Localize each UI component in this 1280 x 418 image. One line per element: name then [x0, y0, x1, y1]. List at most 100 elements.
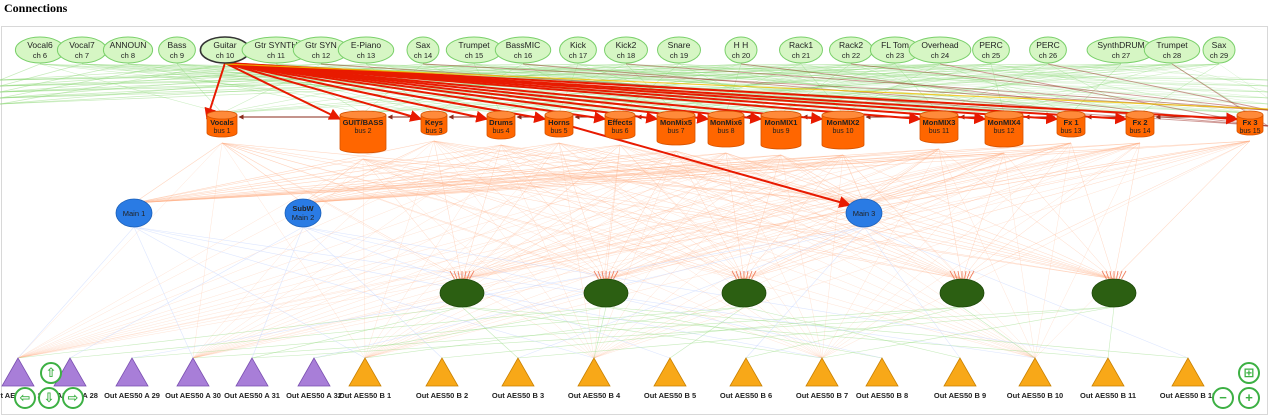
nav-right-icon[interactable]: ⇨	[62, 387, 84, 409]
nav-left-icon[interactable]: ⇦	[14, 387, 36, 409]
output-node[interactable]: Out AES50 A 32	[286, 357, 342, 400]
output-triangle[interactable]	[653, 357, 687, 387]
bus-cylinder[interactable]	[760, 114, 802, 150]
bus-cylinder[interactable]	[821, 114, 865, 150]
main-ellipse[interactable]	[845, 198, 883, 228]
channel-ellipse[interactable]	[972, 36, 1010, 64]
output-node[interactable]: Out AES50 B 4	[568, 357, 621, 400]
channel-ellipse[interactable]	[494, 36, 552, 64]
output-triangle[interactable]	[348, 357, 382, 387]
bus-cylinder[interactable]	[707, 114, 745, 148]
output-node[interactable]: Out AES50 B 6	[720, 357, 772, 400]
channel-ellipse[interactable]	[406, 36, 440, 64]
output-triangle[interactable]	[1171, 357, 1205, 387]
channel-ellipse[interactable]	[657, 36, 701, 64]
dca-node[interactable]	[1091, 270, 1137, 308]
zoom-out-icon[interactable]: −	[1212, 387, 1234, 409]
output-triangle[interactable]	[1018, 357, 1052, 387]
bus-cylinder[interactable]	[984, 114, 1024, 148]
output-triangle[interactable]	[1, 357, 35, 387]
bus-cylinder[interactable]	[339, 114, 387, 154]
dca-ellipse[interactable]	[939, 278, 985, 308]
output-node[interactable]: Out AES50 A 29	[104, 357, 160, 400]
output-triangle[interactable]	[865, 357, 899, 387]
output-triangle[interactable]	[53, 357, 87, 387]
bus-cylinder[interactable]	[656, 114, 696, 146]
bus-cylinder[interactable]	[420, 114, 448, 136]
bus-cylinder[interactable]	[1125, 114, 1155, 138]
output-node[interactable]: Out AES50 B 11	[1080, 357, 1136, 400]
output-triangle[interactable]	[1091, 357, 1125, 387]
channel-node[interactable]: H Hch 20	[724, 36, 758, 64]
output-node[interactable]: Out AES50 B 3	[492, 357, 544, 400]
output-triangle[interactable]	[943, 357, 977, 387]
dca-node[interactable]	[939, 270, 985, 308]
channel-ellipse[interactable]	[724, 36, 758, 64]
output-triangle[interactable]	[425, 357, 459, 387]
main-node[interactable]: Main 1	[115, 198, 153, 228]
dca-ellipse[interactable]	[439, 278, 485, 308]
output-node[interactable]: Out AES50 B 5	[644, 357, 696, 400]
output-node[interactable]: Out AES50 B 1	[339, 357, 391, 400]
nav-up-icon[interactable]: ⇧	[40, 362, 62, 384]
channel-ellipse[interactable]	[337, 36, 395, 64]
bus-cylinder[interactable]	[1056, 114, 1086, 138]
zoom-in-icon[interactable]: +	[1238, 387, 1260, 409]
dca-node[interactable]	[439, 270, 485, 308]
dca-ellipse[interactable]	[1091, 278, 1137, 308]
dca-ellipse[interactable]	[583, 278, 629, 308]
bus-cylinder[interactable]	[1236, 114, 1264, 136]
output-triangle[interactable]	[297, 357, 331, 387]
output-node[interactable]: Out AES50 B 9	[934, 357, 986, 400]
output-triangle[interactable]	[729, 357, 763, 387]
channel-ellipse[interactable]	[1029, 36, 1067, 64]
output-node[interactable]: Out AES50 A 30	[165, 357, 221, 400]
channel-ellipse[interactable]	[559, 36, 597, 64]
dca-node[interactable]	[583, 270, 629, 308]
output-node[interactable]: Out AES50 B 10	[1007, 357, 1063, 400]
output-triangle[interactable]	[577, 357, 611, 387]
output-triangle[interactable]	[115, 357, 149, 387]
main-node[interactable]: Main 3	[845, 198, 883, 228]
channel-ellipse[interactable]	[779, 36, 823, 64]
main-ellipse[interactable]	[115, 198, 153, 228]
bus-cylinder[interactable]	[919, 114, 959, 144]
output-node[interactable]: Out AES50 B 2	[416, 357, 468, 400]
output-triangle[interactable]	[176, 357, 210, 387]
channel-ellipse[interactable]	[1143, 36, 1201, 64]
main-ellipse[interactable]	[284, 198, 322, 228]
output-triangle[interactable]	[805, 357, 839, 387]
dca-ellipse[interactable]	[721, 278, 767, 308]
dca-node[interactable]	[721, 270, 767, 308]
bus-cylinder[interactable]	[544, 114, 574, 138]
